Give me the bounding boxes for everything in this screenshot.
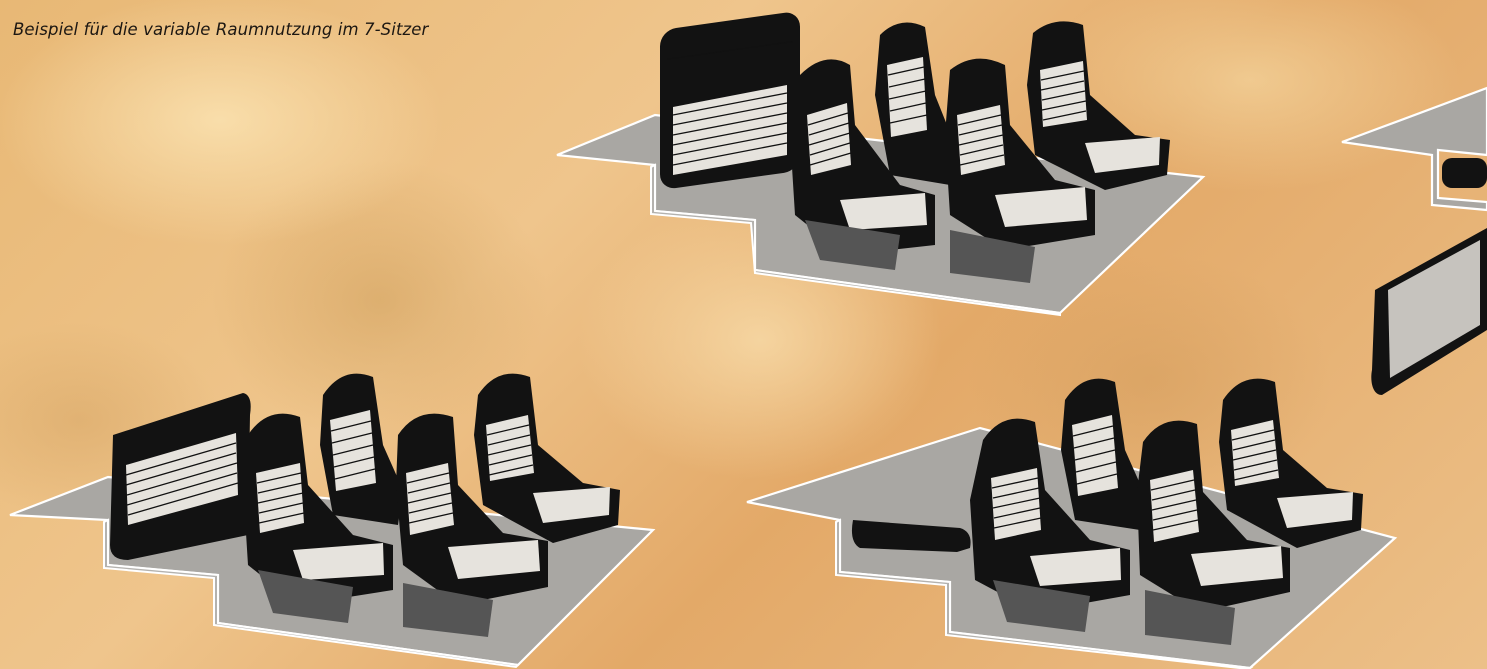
caption: Beispiel für die variable Raumnutzung im… [13, 20, 428, 39]
rear-bench [660, 11, 800, 191]
illustration-layout-bottom-right [745, 370, 1405, 669]
illustration-partial-right [1330, 80, 1487, 410]
seat-2 [320, 374, 403, 525]
seat-2 [1061, 379, 1145, 530]
illustration-layout-bottom-left [8, 365, 658, 667]
illustration-layout-top [555, 15, 1205, 315]
rear-bench [110, 393, 251, 560]
